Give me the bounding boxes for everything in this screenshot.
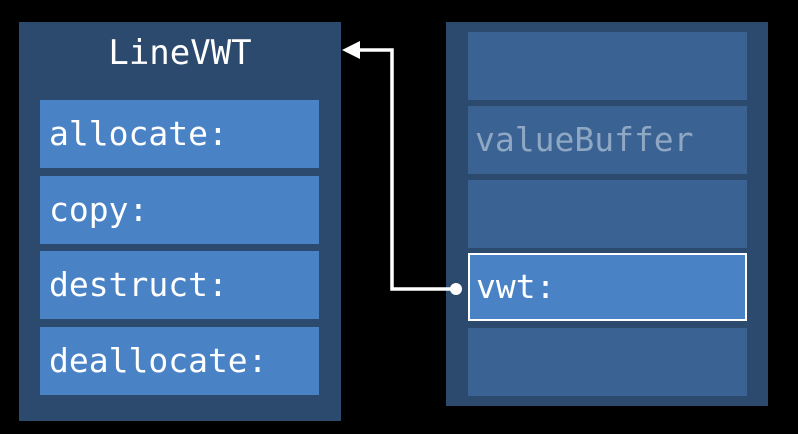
pointer-line <box>356 48 456 291</box>
container-slot-vwt: vwt: <box>468 253 747 321</box>
container-slot-empty-1 <box>468 32 747 100</box>
container-slot-empty-3 <box>468 328 747 396</box>
vwt-row-allocate: allocate: <box>40 100 319 168</box>
vwt-row-copy: copy: <box>40 176 319 244</box>
vwt-row-deallocate: deallocate: <box>40 327 319 395</box>
line-vwt-title: LineVWT <box>108 33 252 73</box>
container-slot-value-buffer: valueBuffer <box>468 106 747 174</box>
container-slot-empty-2 <box>468 180 747 248</box>
existential-container: valueBuffer vwt: <box>446 22 768 406</box>
vwt-row-destruct: destruct: <box>40 251 319 319</box>
arrow-head-icon <box>342 41 360 59</box>
line-vwt-table: LineVWT allocate: copy: destruct: deallo… <box>19 22 341 421</box>
